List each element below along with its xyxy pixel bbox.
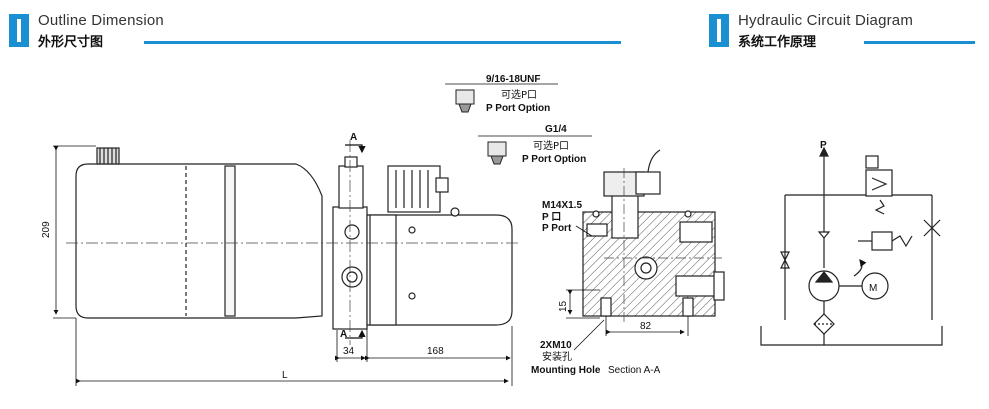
- hydraulic-circuit: [760, 146, 943, 346]
- p-port-option-1: 9/16-18UNF 可选P口 P Port Option: [445, 74, 558, 114]
- port-fitting-section: [675, 275, 717, 297]
- opt2-en: P Port Option: [522, 154, 586, 165]
- throttle-valve-icon: [923, 219, 941, 237]
- circuit-p-label: P: [820, 140, 827, 151]
- port-en-label: P Port: [542, 223, 572, 234]
- power-unit-side-view: [75, 147, 513, 330]
- hole-cn-label: 安装孔: [542, 350, 572, 363]
- dim-82: 82: [640, 321, 652, 332]
- oil-tank: [75, 163, 323, 319]
- header-marker-icon: [709, 14, 729, 47]
- dim-15-lines: [566, 289, 600, 319]
- section-marker-top: A: [345, 132, 366, 154]
- hole-thread-label: 2XM10: [540, 340, 572, 351]
- port-fitting-icon: [455, 89, 475, 105]
- circuit-diagram-header: Hydraulic Circuit Diagram 系统工作原理: [709, 6, 979, 50]
- opt2-cn: 可选P口: [533, 139, 569, 152]
- header-marker-icon: [9, 14, 29, 47]
- dim-168: 168: [427, 346, 444, 357]
- section-title: Section A-A: [608, 365, 661, 376]
- valve-cartridge: [338, 165, 364, 209]
- opt1-en: P Port Option: [486, 103, 550, 114]
- solenoid-coil: [387, 165, 441, 213]
- dim-length: L: [282, 370, 288, 381]
- outline-dimension-header: Outline Dimension 外形尺寸图: [9, 6, 621, 50]
- opt2-thread: G1/4: [545, 124, 567, 135]
- outline-title-cn: 外形尺寸图: [38, 35, 104, 50]
- section-a-top-label: A: [350, 132, 357, 143]
- dim-15: 15: [558, 300, 569, 312]
- height-dimension: [53, 145, 96, 319]
- opt1-cn: 可选P口: [501, 88, 537, 101]
- relief-valve-icon: [871, 231, 893, 251]
- electric-motor: [366, 214, 513, 326]
- p-port-option-2: G1/4 可选P口 P Port Option: [478, 124, 592, 165]
- circuit-title-cn: 系统工作原理: [738, 35, 817, 50]
- check-valve-icon: [780, 251, 790, 269]
- section-marker-bottom: A: [340, 329, 366, 340]
- dim-82-lines: [605, 316, 689, 336]
- outline-title-en: Outline Dimension: [38, 12, 164, 29]
- header-underline: [144, 41, 621, 44]
- hole-en-label: Mounting Hole: [531, 365, 601, 376]
- port-thread-label: M14X1.5: [542, 200, 582, 211]
- motor-m-label: M: [869, 283, 877, 294]
- cartridge-valve-section: [611, 189, 639, 239]
- port-fitting-icon: [487, 141, 507, 157]
- directional-valve-icon: [865, 169, 893, 197]
- header-underline: [864, 41, 975, 44]
- section-a-a-view: [582, 149, 725, 317]
- reservoir-icon: [760, 326, 943, 346]
- bottom-dimensions: [75, 318, 513, 386]
- height-value: 209: [41, 221, 52, 238]
- opt1-thread: 9/16-18UNF: [486, 74, 540, 85]
- port-cn-label: P 口: [542, 212, 561, 223]
- circuit-title-en: Hydraulic Circuit Diagram: [738, 12, 914, 29]
- section-a-bottom-label: A: [340, 329, 347, 340]
- dim-34: 34: [343, 346, 355, 357]
